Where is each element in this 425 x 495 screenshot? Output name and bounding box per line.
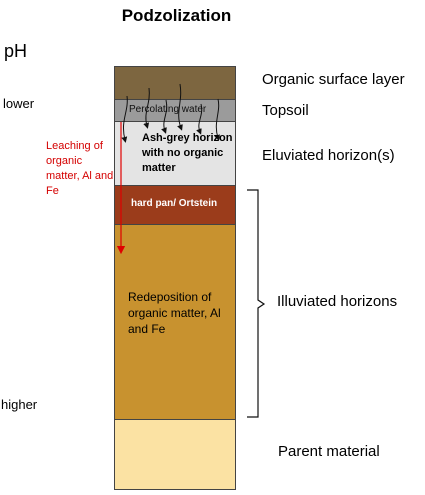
redeposition-label: Redeposition of organic matter, Al and F… [128,290,221,336]
organic-surface-layer-label: Organic surface layer [262,71,405,88]
organic-layer [114,66,236,99]
ph-higher-label: higher [1,397,38,412]
water-arrow-4 [177,83,183,131]
eluviated-horizon-label: Eluviated horizon(s) [262,147,395,164]
water-arrow-1 [121,95,128,143]
eluviated-layer [114,121,236,185]
hardpan-label: hard pan/ Ortstein [131,198,218,209]
illuviated-bracket [247,189,266,418]
leaching-label: Leaching of organic matter, Al and Fe [46,140,114,197]
water-arrow-6 [214,98,220,141]
water-arrow-5 [196,103,203,135]
illuviated-horizons-label: Illuviated horizons [277,293,398,310]
diagram-title: Podzolization [121,6,232,25]
percolating-water-arrows [121,83,220,143]
ph-lower-label: lower [3,96,35,111]
water-arrow-3 [161,99,168,134]
parent-material-layer [114,420,236,490]
ph-axis-label: pH [4,41,28,61]
topsoil-layer [114,99,236,121]
hardpan-layer [114,185,236,225]
illuviated-layer [114,225,236,420]
topsoil-label: Topsoil [262,102,309,119]
percolating-water-label: Percolating water [129,104,207,115]
parent-material-label: Parent material [278,443,380,460]
ash-grey-label: Ash-grey horizon with no organic matter [142,132,233,174]
water-arrow-2 [143,87,150,129]
